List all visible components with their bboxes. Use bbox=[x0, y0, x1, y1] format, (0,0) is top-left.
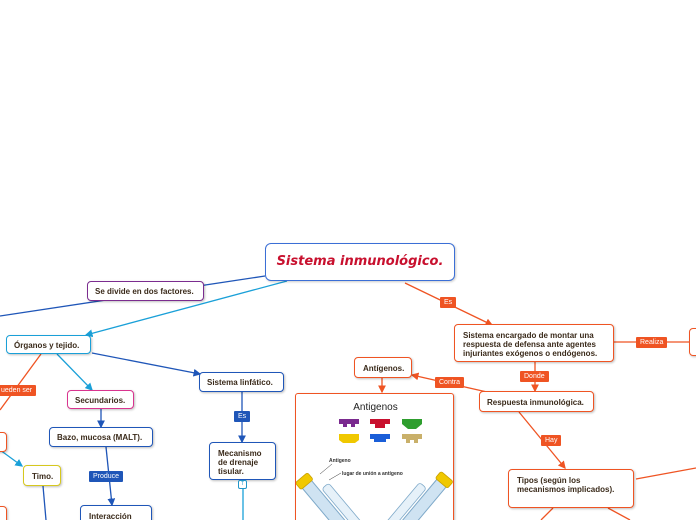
antibody-right bbox=[397, 471, 453, 520]
label-es-main: Es bbox=[440, 297, 457, 308]
label-realiza: Realiza bbox=[636, 337, 668, 348]
label-pueden-ser: ueden ser bbox=[0, 385, 37, 396]
node-divide[interactable]: Se divide en dos factores. bbox=[87, 281, 204, 301]
antibody-right-inner bbox=[381, 483, 426, 520]
label-produce: Produce bbox=[89, 471, 124, 482]
link-tipos-right bbox=[635, 467, 696, 480]
node-mecanismo-text: Mecanismo de drenaje tisular. bbox=[218, 449, 262, 476]
label-donde: Donde bbox=[520, 371, 549, 382]
link-timo-down bbox=[42, 485, 47, 520]
node-tipos[interactable]: Tipos (según los mecanismos implicados). bbox=[508, 469, 634, 508]
label-es-linfatico: Es bbox=[234, 411, 251, 422]
node-sistema-encargado-text: Sistema encargado de montar una respuest… bbox=[463, 331, 598, 358]
link-left-timo bbox=[0, 449, 24, 467]
node-left-partial[interactable] bbox=[0, 432, 7, 452]
link-tipos-downleft bbox=[540, 507, 554, 520]
node-respuesta[interactable]: Respuesta inmunológica. bbox=[479, 391, 594, 412]
node-timo[interactable]: Timo. bbox=[23, 465, 61, 486]
link-organos-secundarios bbox=[56, 353, 93, 391]
image-title: Antigenos bbox=[353, 402, 398, 413]
node-organos-text: Órganos y tejido. bbox=[14, 341, 80, 350]
node-antigenos-text: Antígenos. bbox=[363, 364, 405, 373]
node-linfatico[interactable]: Sistema linfático. bbox=[199, 372, 284, 392]
node-interaccion[interactable]: Interacción bbox=[80, 505, 152, 520]
node-organos[interactable]: Órganos y tejido. bbox=[6, 335, 91, 354]
node-sistema-encargado[interactable]: Sistema encargado de montar una respuest… bbox=[454, 324, 614, 362]
node-bazo[interactable]: Bazo, mucosa (MALT). bbox=[49, 427, 153, 447]
node-divide-text: Se divide en dos factores. bbox=[95, 287, 194, 296]
node-linfatico-text: Sistema linfático. bbox=[207, 378, 273, 387]
node-antigenos[interactable]: Antígenos. bbox=[354, 357, 412, 378]
node-respuesta-text: Respuesta inmunológica. bbox=[487, 398, 584, 407]
link-title-organos bbox=[84, 280, 288, 338]
node-right-partial[interactable] bbox=[689, 328, 696, 356]
link-organos-pueden bbox=[0, 353, 42, 411]
annotation-site: lugar de unión a antígeno bbox=[342, 471, 403, 477]
node-secundarios-text: Secundarios. bbox=[75, 396, 126, 405]
label-contra: Contra bbox=[435, 377, 465, 388]
node-secundarios[interactable]: Secundarios. bbox=[67, 390, 134, 409]
node-timo-text: Timo. bbox=[32, 472, 54, 481]
node-antigenos-image[interactable]: Antigenos Antigeno lugar de unión a antí… bbox=[295, 393, 454, 520]
label-hay: Hay bbox=[541, 435, 562, 446]
node-interaccion-text: Interacción bbox=[89, 512, 132, 520]
node-mecanismo[interactable]: Mecanismo de drenaje tisular. bbox=[209, 442, 276, 480]
node-left-partial-bottom[interactable] bbox=[0, 506, 7, 520]
antigen-illustration: Antigeno lugar de unión a antígeno bbox=[296, 419, 453, 520]
collapse-toggle[interactable]: T bbox=[238, 480, 247, 489]
central-topic[interactable]: Sistema inmunológico. bbox=[265, 243, 455, 281]
antibody-left bbox=[296, 472, 351, 520]
annotation-antigen: Antigeno bbox=[329, 458, 351, 464]
link-organos-linfatico bbox=[91, 352, 202, 377]
antibody-left-inner bbox=[322, 483, 367, 520]
antigen-shapes bbox=[339, 419, 422, 443]
node-bazo-text: Bazo, mucosa (MALT). bbox=[57, 433, 143, 442]
link-tipos-downright bbox=[607, 507, 631, 520]
node-tipos-text: Tipos (según los mecanismos implicados). bbox=[517, 476, 615, 494]
